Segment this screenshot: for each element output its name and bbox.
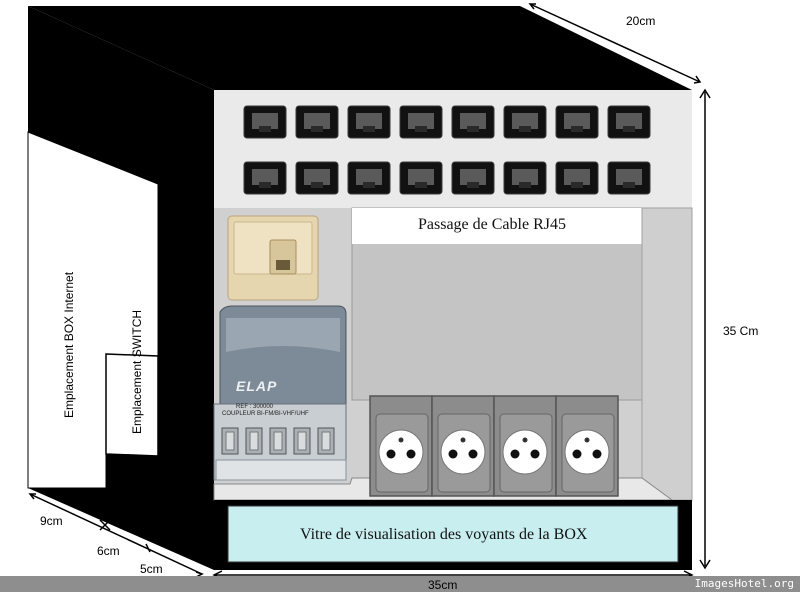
label-cable-pass: Passage de Cable RJ45 bbox=[418, 216, 566, 233]
coupler-connectors bbox=[221, 427, 335, 455]
rj45-port bbox=[555, 105, 599, 139]
label-9cm: 9cm bbox=[40, 514, 63, 528]
power-outlet bbox=[493, 395, 557, 497]
rj45-port bbox=[295, 161, 339, 195]
label-5cm: 5cm bbox=[140, 562, 163, 576]
rj45-wall-jack bbox=[227, 215, 319, 301]
label-width: 35cm bbox=[428, 578, 458, 592]
label-box-slot: Emplacement BOX Internet bbox=[62, 271, 76, 418]
power-outlet bbox=[555, 395, 619, 497]
rj45-port bbox=[607, 105, 651, 139]
rj45-port bbox=[503, 161, 547, 195]
f-connector bbox=[221, 427, 239, 455]
rj45-port bbox=[607, 161, 651, 195]
rj45-port bbox=[399, 105, 443, 139]
rj45-port bbox=[451, 105, 495, 139]
tv-coupler-device bbox=[213, 305, 347, 481]
f-connector bbox=[293, 427, 311, 455]
f-connector bbox=[269, 427, 287, 455]
rj45-port bbox=[399, 161, 443, 195]
inner-right-wall bbox=[641, 207, 693, 501]
rj45-port bbox=[503, 105, 547, 139]
cabinet-top bbox=[28, 6, 692, 90]
footer-bar bbox=[0, 576, 800, 592]
label-depth: 20cm bbox=[626, 14, 656, 28]
device-brand: ELAP bbox=[236, 378, 278, 394]
watermark: ImagesHotel.org bbox=[694, 577, 794, 590]
f-connector bbox=[317, 427, 335, 455]
device-model: COUPLEUR BI-FM/BI-VHF/UHF bbox=[222, 411, 309, 417]
cable-pass-label-box bbox=[352, 208, 642, 244]
rj45-ports bbox=[243, 105, 651, 195]
led-window bbox=[227, 505, 679, 563]
label-6cm: 6cm bbox=[97, 544, 120, 558]
label-height: 35 Cm bbox=[723, 324, 759, 338]
rj45-port bbox=[243, 105, 287, 139]
power-outlet bbox=[431, 395, 495, 497]
rj45-port bbox=[243, 161, 287, 195]
rj45-port bbox=[347, 105, 391, 139]
device-ref: REF : 300000 bbox=[236, 404, 274, 410]
label-led-window: Vitre de visualisation des voyants de la… bbox=[300, 526, 588, 543]
rj45-port bbox=[347, 161, 391, 195]
f-connector bbox=[245, 427, 263, 455]
rj45-port bbox=[451, 161, 495, 195]
rj45-port bbox=[295, 105, 339, 139]
power-outlets bbox=[369, 395, 619, 497]
switch-slot-outline bbox=[105, 353, 159, 457]
power-outlet bbox=[369, 395, 433, 497]
label-switch-slot: Emplacement SWITCH bbox=[130, 309, 144, 434]
rj45-port bbox=[555, 161, 599, 195]
